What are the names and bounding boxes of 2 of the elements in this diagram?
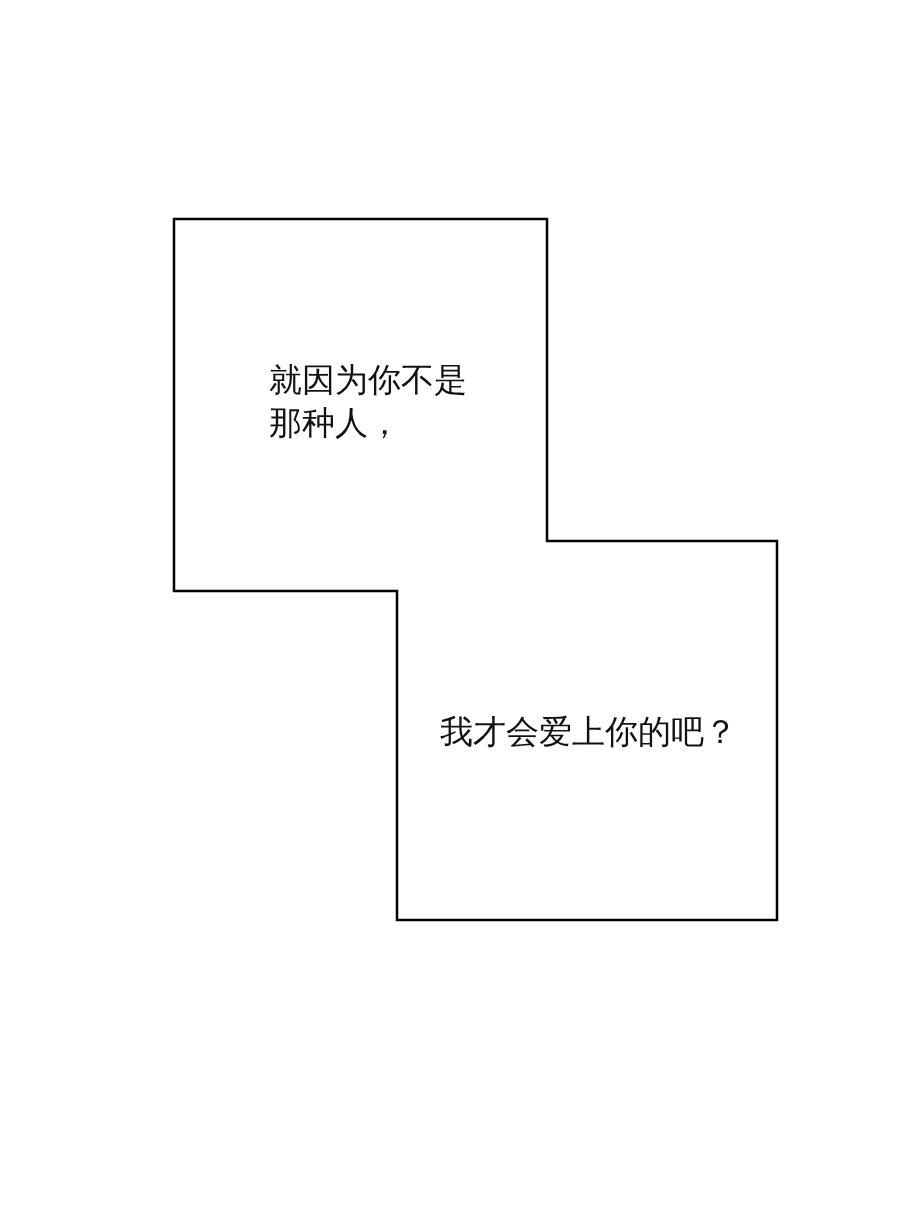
speech-text: 我才会爱上你的吧？: [440, 711, 738, 753]
speech-text: 就因为你不是那种人，: [269, 359, 468, 444]
